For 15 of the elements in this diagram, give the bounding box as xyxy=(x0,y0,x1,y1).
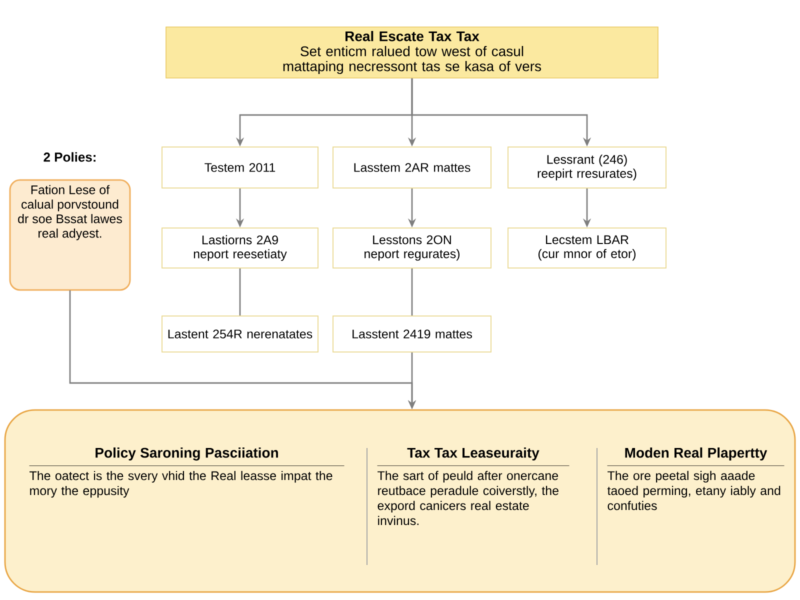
process-box: Lessrant (246) reepirt rresurates) xyxy=(508,146,666,188)
process-box: Lecstem LBAR (cur mnor of etor) xyxy=(508,228,666,268)
process-box: Lasstent 2419 mattes xyxy=(332,316,492,352)
text-column: Moden Real Plapertty The ore peetal sigh aaade taoed perming, etany iably and confuties xyxy=(607,447,784,510)
title-box: Real Escate Tax Tax Set enticm ralued tow west of casul mattaping necressont tas se kasa of vers xyxy=(166,26,658,78)
summary-panel xyxy=(4,409,796,593)
node-label: 2 Polies: xyxy=(44,152,96,162)
process-box: Testem 2011 xyxy=(162,146,318,188)
process-box: Lasstem 2AR mattes xyxy=(332,146,492,188)
process-box: Lastiorns 2A9 neport reesetiaty xyxy=(162,228,318,268)
process-box: Lastent 254R nerenatates xyxy=(162,316,318,352)
note-box: 2 Polies: Fation Lese of calual porvstound dr soe Bssat lawes real adyest. xyxy=(9,152,131,291)
text-column: Policy Saroning Pasciiation The oatect is the svery vhid the Real leasse impat the mory the eppusity xyxy=(29,447,344,498)
text-column: Tax Tax Leaseuraity The sart of peuld after onercane reutbace peradule coiverstly, the expord canicers real estate invinus. xyxy=(377,447,570,526)
process-box: Lesstons 2ON neport regurates) xyxy=(332,228,492,268)
